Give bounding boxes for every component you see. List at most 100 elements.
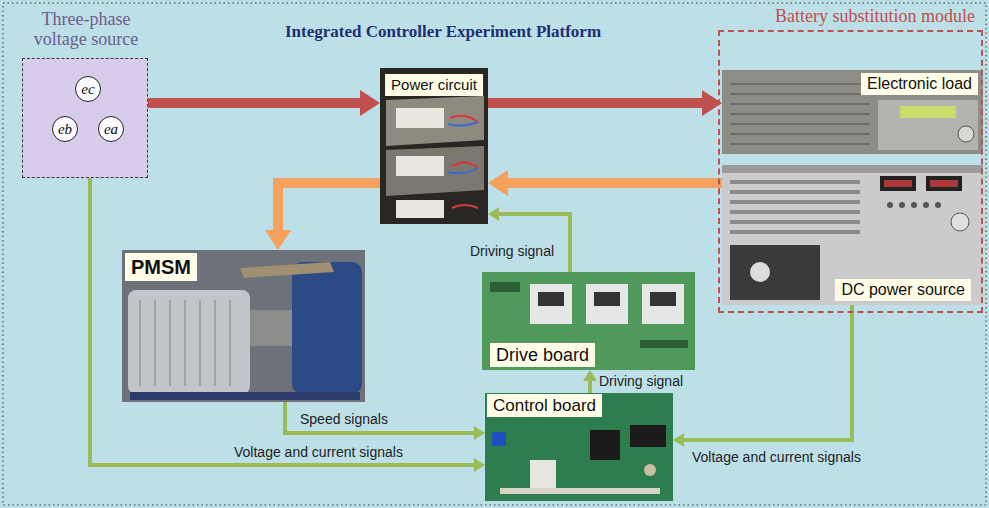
dc-source-photo — [722, 165, 983, 305]
vents — [730, 84, 870, 144]
photo-ground — [722, 165, 983, 305]
arrow-shaft — [683, 305, 852, 440]
photo-ground — [122, 250, 365, 402]
display — [900, 106, 956, 118]
pcb — [485, 393, 673, 501]
photo-box: DC power source — [722, 165, 983, 305]
box-label: Drive board — [490, 343, 595, 367]
chip — [650, 292, 676, 306]
arrow-shaft — [90, 178, 475, 465]
chip — [590, 430, 620, 460]
module — [396, 200, 444, 218]
chip — [630, 425, 666, 447]
signal-arrow — [488, 207, 570, 272]
wire — [450, 116, 478, 208]
signal-label: Speed signals — [298, 411, 390, 428]
arrow-head — [360, 90, 380, 116]
module-group: Battery substitution moduleElectronic lo… — [718, 30, 983, 313]
source-heading: Three-phase voltage source — [15, 9, 157, 49]
signal-arrow — [583, 370, 597, 393]
group-heading: Battery substitution module — [775, 6, 975, 26]
connector — [490, 282, 520, 292]
arrow-head — [488, 207, 499, 221]
box-label: DC power source — [835, 279, 971, 301]
phase-symbol: ea — [99, 120, 123, 138]
arrow-shaft — [285, 402, 475, 433]
fins — [140, 300, 230, 386]
display — [926, 176, 962, 191]
display — [880, 176, 916, 191]
signal-label: Voltage and current signals — [232, 444, 405, 461]
source-circle: ec — [75, 76, 101, 102]
photo-box: Control board — [485, 393, 673, 501]
source-circle: ea — [98, 116, 124, 142]
electronic-load-photo — [722, 70, 983, 154]
signal-arrow — [488, 90, 722, 116]
metal-plate — [386, 96, 484, 146]
module — [396, 156, 444, 176]
switch — [750, 262, 770, 282]
module — [396, 108, 444, 128]
phase-symbol: ec — [76, 80, 100, 98]
load-machine — [292, 262, 362, 394]
arrow-shaft — [507, 178, 722, 188]
connector — [640, 340, 688, 348]
driver-module — [530, 284, 572, 324]
diagram-title: Integrated Controller Experiment Platfor… — [285, 22, 601, 42]
box-label: Power circuit — [385, 74, 483, 96]
photo-box: Electronic load — [722, 70, 983, 154]
drive-board-photo — [482, 272, 695, 370]
display-glow — [884, 180, 912, 187]
control-board-photo — [485, 393, 673, 501]
chip — [594, 292, 620, 306]
signal-arrow — [285, 402, 485, 440]
buttons — [887, 202, 941, 208]
signal-label: Driving signal — [468, 243, 556, 260]
vents — [730, 180, 860, 234]
arrow-shaft — [278, 183, 380, 231]
arrow-head — [474, 458, 485, 472]
arrow-head — [265, 230, 291, 250]
chip — [538, 292, 564, 306]
box-label: PMSM — [125, 253, 197, 281]
knob — [951, 213, 969, 231]
component — [644, 464, 656, 476]
top-bar — [722, 165, 983, 173]
pmsm-photo — [122, 250, 365, 402]
photo-ground — [380, 68, 488, 224]
source-circle: eb — [52, 116, 78, 142]
photo-box: Drive board — [482, 272, 695, 370]
signal-arrow — [673, 305, 852, 447]
driver-module — [642, 284, 684, 324]
source-box: Three-phase voltage sourceecebea — [22, 58, 148, 178]
knob — [958, 126, 974, 142]
bracket — [240, 262, 334, 278]
box-label: Electronic load — [861, 73, 978, 95]
motor-housing — [128, 290, 250, 394]
box-label: Control board — [487, 394, 602, 417]
arrow-head — [474, 426, 485, 440]
photo-box: Power circuit — [380, 68, 488, 224]
arrow-head — [583, 370, 597, 381]
arrow-shaft — [148, 98, 361, 108]
arrow-head — [673, 433, 684, 447]
wire — [448, 122, 478, 173]
signal-arrow — [488, 170, 722, 196]
photo-ground — [722, 70, 983, 154]
display-glow — [930, 180, 958, 187]
power-circuit-photo — [380, 68, 488, 224]
driver-module — [586, 284, 628, 324]
signal-arrow — [265, 183, 380, 250]
arrow-head — [488, 170, 508, 196]
front-panel — [878, 100, 978, 150]
signal-label: Driving signal — [597, 373, 685, 390]
header-strip — [500, 488, 660, 494]
signal-label: Voltage and current signals — [690, 449, 863, 466]
pcb — [482, 272, 695, 370]
arrow-shaft — [488, 98, 703, 108]
signal-arrow — [90, 178, 485, 472]
arrow-shaft — [588, 380, 592, 393]
coupling — [250, 310, 294, 346]
lower-panel — [730, 245, 820, 300]
